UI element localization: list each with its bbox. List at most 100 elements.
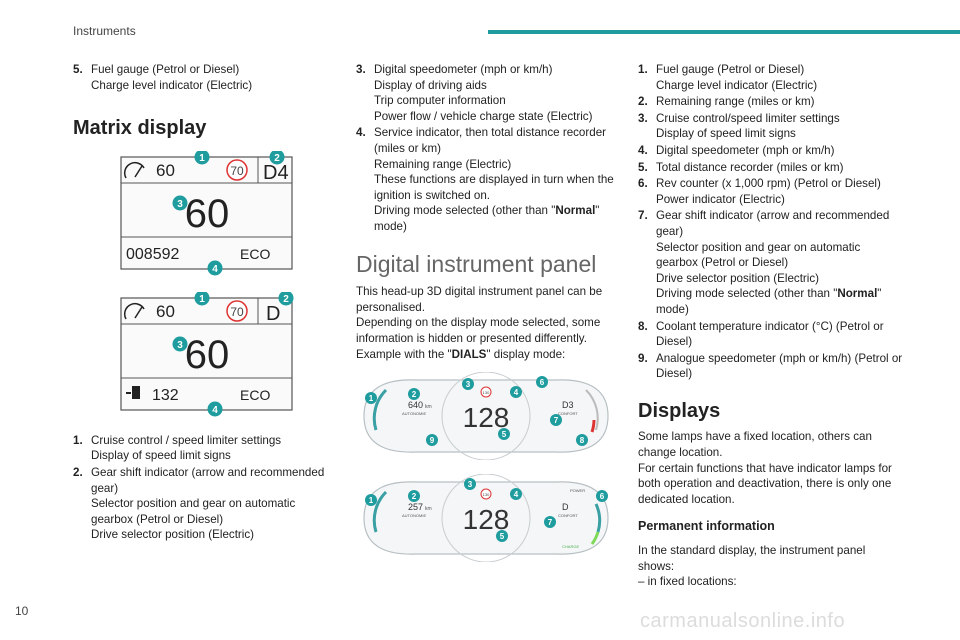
speed-limit: 70: [230, 164, 244, 178]
speed-limit: 70: [230, 305, 244, 319]
callout-number: 2: [412, 492, 417, 501]
callout-number: 3: [177, 340, 183, 351]
digital-speed: 60: [185, 192, 230, 236]
callout-number: 2: [283, 294, 289, 305]
callout-marker: [172, 195, 188, 211]
item-line: Driving mode selected (other than "Norma…: [656, 286, 903, 317]
item-number: 2.: [73, 465, 83, 479]
drive-mode: CONFORT: [558, 513, 578, 518]
callout-number: 1: [369, 496, 374, 505]
item-line: Cruise control / speed limiter settings: [91, 433, 282, 447]
column-2: 3. Digital speedometer (mph or km/h) Dis…: [356, 62, 618, 576]
digital-speed: 128: [463, 504, 510, 535]
callout-marker: [408, 490, 420, 503]
paragraph: Example with the "DIALS" display mode:: [356, 347, 618, 363]
list-item: 3. Cruise control/speed limiter settings…: [638, 111, 903, 142]
speedometer-icon: [123, 302, 145, 320]
speed-limit-sign-icon: [226, 300, 248, 322]
callout-number: 1: [199, 294, 205, 305]
callout-number: 1: [369, 394, 374, 403]
mode-text-post: " mode): [656, 287, 882, 316]
item-line: Display of speed limit signs: [91, 449, 231, 463]
item-line: Fuel gauge (Petrol or Diesel): [656, 63, 805, 76]
list-item: 3. Digital speedometer (mph or km/h) Dis…: [356, 62, 618, 124]
section-title: Instruments: [73, 24, 136, 38]
item-line: Remaining range (miles or km): [656, 95, 815, 109]
callout-marker: [550, 414, 562, 427]
matrix-display-2: 60 70 D 60 132 ECO 1 2 3 4: [120, 290, 295, 417]
item-number: 4.: [638, 143, 648, 157]
mode-text-pre: Driving mode selected (other than ": [656, 287, 838, 301]
callout-marker: [278, 290, 294, 306]
callout-marker: [365, 494, 377, 507]
permanent-info-heading: Permanent information: [638, 519, 775, 534]
example-bold: DIALS: [451, 347, 487, 361]
page-number: 10: [15, 604, 29, 618]
callout-number: 2: [274, 153, 280, 164]
item-number: 1.: [638, 63, 648, 76]
mode-text-bold: Normal: [837, 287, 878, 301]
item-line: Remaining range (Electric): [374, 157, 512, 171]
item-line: Charge level indicator (Electric): [656, 78, 818, 92]
callout-number: 5: [500, 532, 505, 541]
list-item: 1. Cruise control / speed limiter settin…: [73, 433, 335, 464]
item-line: Fuel gauge (Petrol or Diesel): [91, 63, 240, 76]
list-item: 8. Coolant temperature indicator (°C) (P…: [638, 319, 903, 350]
callout-marker: [498, 428, 510, 441]
item-line: Display of speed limit signs: [656, 127, 796, 141]
mode-text-bold: Normal: [555, 204, 596, 218]
callout-marker: [207, 260, 223, 276]
callout-marker: [576, 434, 588, 447]
item-line: Power flow / vehicle charge state (Elect…: [374, 109, 593, 123]
callout-number: 4: [514, 388, 519, 397]
list-item: 5. Fuel gauge (Petrol or Diesel) Charge …: [73, 62, 335, 93]
item-line: Gear shift indicator (arrow and recommen…: [656, 209, 890, 238]
drive-mode: ECO: [240, 246, 270, 262]
callout-marker: [544, 516, 556, 529]
callout-marker: [207, 401, 223, 417]
digital-speed: 60: [185, 333, 230, 377]
callout-number: 4: [514, 490, 519, 499]
paragraph: Some lamps have a fixed location, others…: [638, 430, 872, 460]
item-line: Service indicator, then total distance r…: [374, 126, 606, 155]
item-number: 7.: [638, 209, 648, 223]
dial-panel-1: 130 128 640 km AUTONOMIE D3 CONFORT 1 2: [356, 371, 616, 461]
example-post: " display mode:: [486, 347, 566, 361]
callout-number: 2: [412, 390, 417, 399]
item-number: 1.: [73, 433, 83, 447]
paragraph: This head-up 3D digital instrument panel…: [356, 285, 603, 314]
item-number: 5.: [638, 160, 648, 174]
callout-number: 1: [199, 153, 205, 164]
header-accent-bar: [488, 30, 960, 34]
callout-marker: [464, 478, 476, 491]
range-unit: km: [425, 506, 432, 512]
callout-marker: [596, 490, 608, 503]
range-label: AUTONOMIE: [402, 411, 426, 416]
item-line: Total distance recorder (miles or km): [656, 160, 844, 174]
callout-marker: [462, 378, 474, 391]
column-1: 5. Fuel gauge (Petrol or Diesel) Charge …: [73, 62, 335, 544]
callout-marker: [172, 336, 188, 352]
item-line: Digital speedometer (mph or km/h): [374, 63, 553, 76]
list-item: 6. Rev counter (x 1,000 rpm) (Petrol or …: [638, 176, 903, 207]
matrix-display-1: 60 70 D4 60 008592 ECO 1 2 3 4: [120, 149, 295, 276]
item-line: Coolant temperature indicator (°C) (Petr…: [656, 319, 884, 349]
speed-limit-sign-icon: [480, 386, 492, 398]
dial-panel-2: 130 128 257 km AUTONOMIE D CONFORT POWER…: [356, 473, 616, 563]
item-line: Trip computer information: [374, 94, 506, 108]
gear-indicator: D: [562, 502, 569, 512]
callout-marker: [510, 488, 522, 501]
item-number: 4.: [356, 126, 366, 140]
remaining-range: 257: [408, 502, 423, 512]
callout-number: 3: [468, 480, 473, 489]
callout-number: 3: [177, 199, 183, 210]
callout-number: 9: [430, 436, 435, 445]
callout-marker: [365, 392, 377, 405]
mode-text-pre: Driving mode selected (other than ": [374, 204, 556, 218]
fuel-pump-icon: [126, 385, 140, 399]
callout-marker: [194, 290, 210, 306]
speed-limit: 130: [483, 492, 490, 497]
column-3: 1. Fuel gauge (Petrol or Diesel) Charge …: [638, 62, 903, 590]
cruise-speed: 60: [156, 161, 175, 180]
item-number: 5.: [73, 63, 83, 76]
